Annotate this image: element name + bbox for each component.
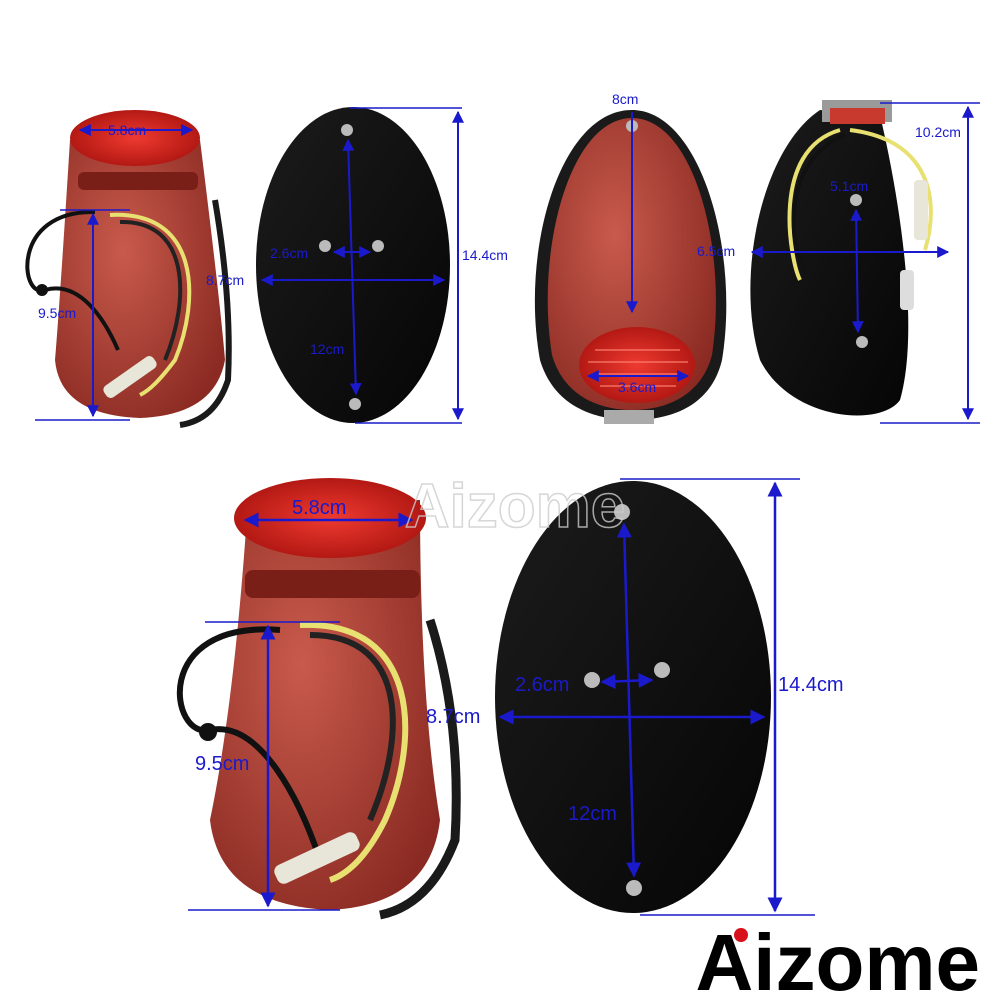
top-width-label: 8cm — [612, 91, 638, 107]
connector — [274, 832, 360, 884]
plate-width-label: 8.7cm — [426, 706, 480, 728]
lamp-rear-view-top: 8cm 3.6cm — [534, 91, 727, 424]
connector — [914, 180, 928, 240]
height-label: 9.5cm — [195, 753, 249, 775]
base-plate-view-top: 14.4cm 12cm 2.6cm 8.7cm — [206, 107, 508, 424]
connector — [103, 356, 157, 398]
back-width-label: 6.5cm — [697, 243, 735, 259]
brand-logo: Aizome — [696, 918, 981, 1000]
lamp-body-sliver — [830, 108, 885, 124]
lens-vent — [78, 172, 198, 190]
stud-spacing-label: 2.6cm — [515, 674, 569, 696]
plate-width-label: 8.7cm — [206, 272, 244, 288]
height-label: 9.5cm — [38, 305, 76, 321]
stud-spacing-label: 2.6cm — [270, 245, 308, 261]
watermark: Aizome — [405, 472, 625, 541]
base-plate — [256, 107, 450, 423]
yellow-wire — [109, 212, 192, 397]
hole-distance-label: 12cm — [310, 341, 344, 357]
yellow-wire — [787, 128, 841, 281]
stud-top — [341, 124, 353, 136]
black-wire — [791, 133, 846, 272]
lamp-back-view-top: 10.2cm 5.1cm 6.5cm — [697, 100, 980, 424]
lamp-side-view-bottom: 5.8cm 9.5cm — [176, 478, 461, 920]
stud-right — [654, 662, 670, 678]
stud-offset-label: 5.1cm — [830, 178, 868, 194]
base-plate — [750, 110, 909, 416]
base-plate-edge — [179, 199, 232, 428]
black-wire-2 — [309, 632, 396, 822]
lens-vent — [245, 570, 420, 598]
brand-dot-accent — [734, 928, 748, 942]
lamp-side-view-top: 5.8cm 9.5cm — [25, 110, 232, 428]
yellow-wire — [299, 621, 409, 883]
mount-bracket — [604, 410, 654, 424]
back-height-label: 10.2cm — [915, 124, 961, 140]
base-plate-view-bottom: 14.4cm 12cm 2.6cm 8.7cm — [426, 478, 844, 916]
stud-bottom — [856, 336, 868, 348]
plate-height-label: 14.4cm — [462, 247, 508, 263]
lens-width-label: 5.8cm — [108, 122, 146, 138]
grommet — [199, 723, 217, 741]
connector-2 — [900, 270, 914, 310]
stud-left — [584, 672, 600, 688]
lens-width-label: 5.8cm — [292, 497, 346, 519]
stud-top — [614, 504, 630, 520]
lens — [70, 110, 200, 166]
lens-diameter-label: 3.6cm — [618, 379, 656, 395]
stud-right — [372, 240, 384, 252]
base-plate-edge — [378, 618, 461, 920]
stud-left — [319, 240, 331, 252]
black-wire-2 — [119, 219, 183, 361]
grommet — [36, 284, 48, 296]
stud-bottom — [349, 398, 361, 410]
lens — [579, 327, 695, 403]
plate-height-label: 14.4cm — [778, 674, 844, 696]
yellow-wire-2 — [849, 128, 933, 251]
stud-top — [850, 194, 862, 206]
stud-bottom — [626, 880, 642, 896]
hole-distance-label: 12cm — [568, 803, 617, 825]
